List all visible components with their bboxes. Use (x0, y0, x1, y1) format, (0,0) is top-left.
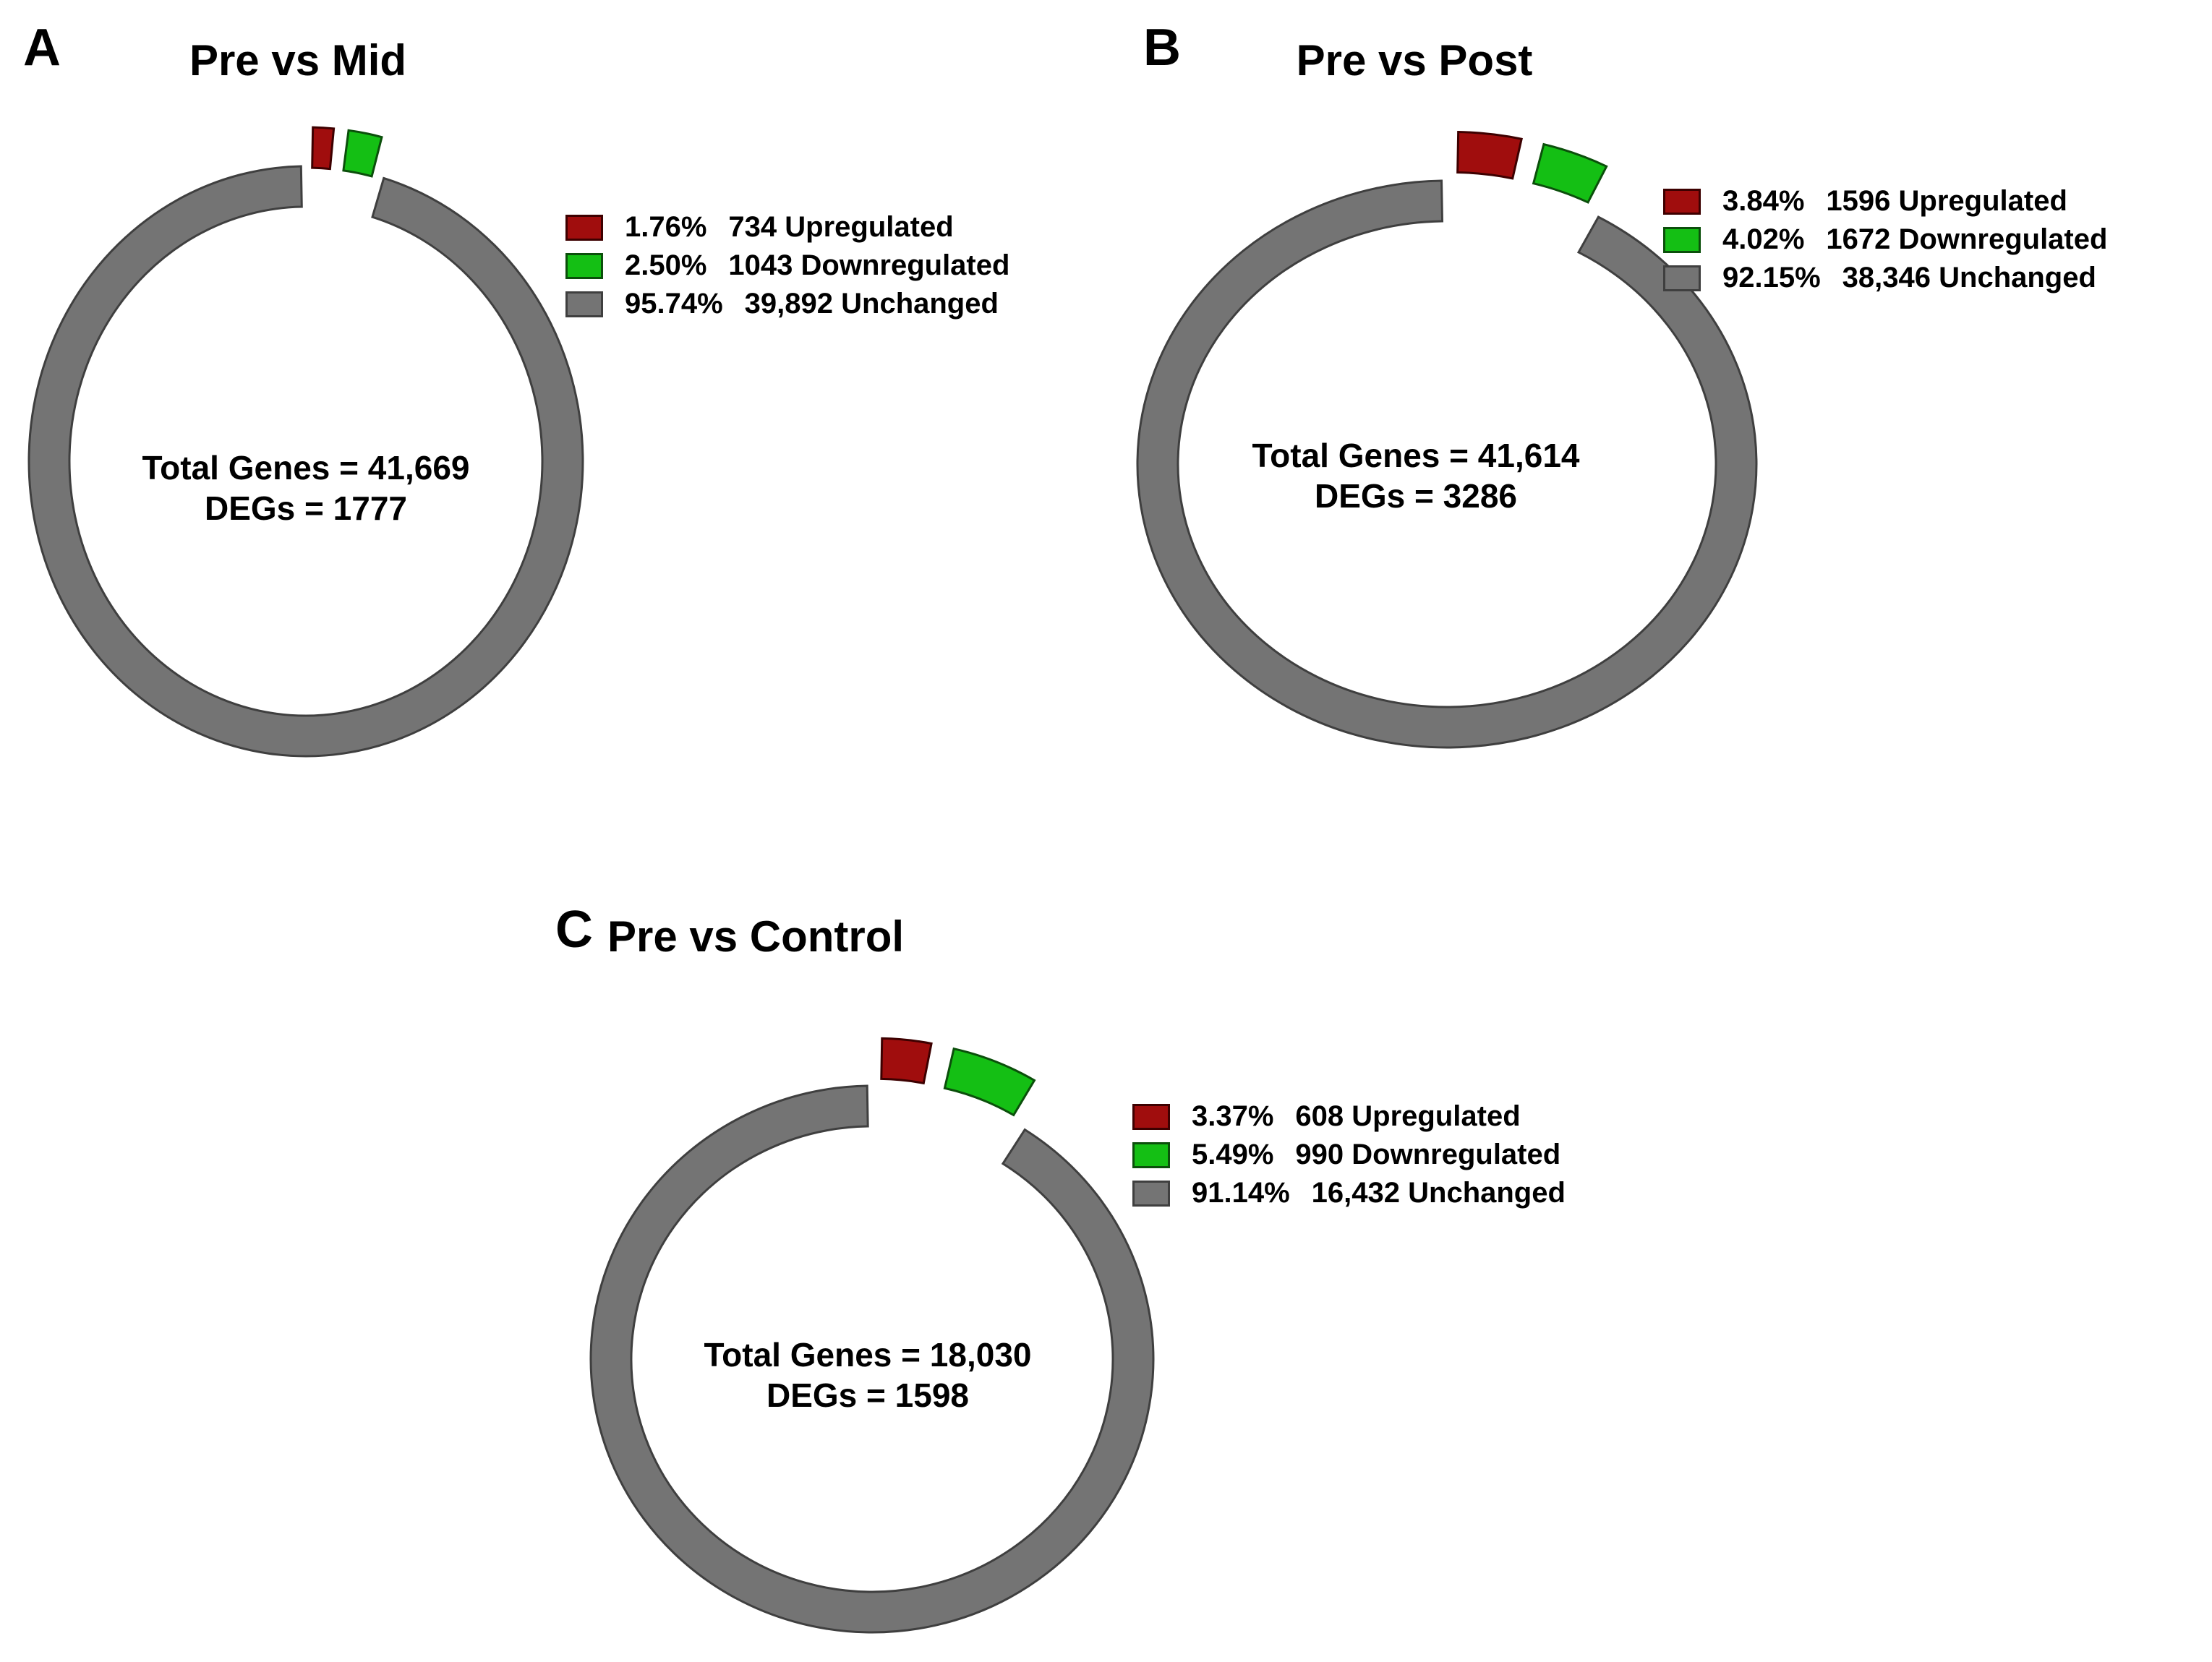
legend-row-upregulated: 3.84% 1596 Upregulated (1663, 182, 2107, 220)
legend-count-and-name: 39,892 Unchanged (744, 288, 999, 320)
donut-center-text-b: Total Genes = 41,614 DEGs = 3286 (1252, 435, 1580, 516)
segment-downregulated (342, 129, 383, 178)
panel-title-pre-vs-control: Pre vs Control (607, 912, 905, 961)
segment-downregulated (1532, 142, 1608, 204)
legend-row-upregulated: 3.37% 608 Upregulated (1132, 1097, 1566, 1136)
legend-swatch-unchanged (1663, 265, 1701, 291)
legend-row-unchanged: 95.74% 39,892 Unchanged (565, 285, 1009, 323)
panel-letter-c: C (555, 901, 593, 959)
legend-swatch-downregulated (565, 252, 603, 279)
legend-swatch-upregulated (1663, 188, 1701, 215)
degs-label: DEGs = 3286 (1314, 477, 1518, 515)
legend-count-and-name: 734 Upregulated (728, 211, 954, 243)
legend-count-and-name: 1672 Downregulated (1826, 223, 2108, 255)
segment-unchanged (589, 1084, 1155, 1634)
total-genes-label: Total Genes = 41,669 (142, 449, 470, 487)
legend-percent: 3.84% (1722, 185, 1805, 217)
segment-upregulated (880, 1037, 933, 1085)
legend-b: 3.84% 1596 Upregulated 4.02% 1672 Downregul… (1663, 182, 2107, 297)
legend-row-unchanged: 92.15% 38,346 Unchanged (1663, 259, 2107, 297)
panel-title-pre-vs-post: Pre vs Post (1296, 36, 1533, 85)
segment-unchanged (1136, 179, 1758, 749)
panel-letter-b: B (1143, 19, 1181, 77)
legend-percent: 95.74% (625, 288, 723, 320)
donut-center-text-c: Total Genes = 18,030 DEGs = 1598 (704, 1335, 1032, 1415)
donut-center-text-a: Total Genes = 41,669 DEGs = 1777 (142, 447, 470, 528)
segment-downregulated (943, 1047, 1036, 1117)
legend-percent: 3.37% (1192, 1100, 1274, 1132)
panel-letter-a: A (23, 19, 61, 77)
legend-count-and-name: 990 Downregulated (1295, 1139, 1561, 1170)
legend-swatch-downregulated (1663, 226, 1701, 253)
total-genes-label: Total Genes = 18,030 (704, 1336, 1032, 1374)
degs-label: DEGs = 1598 (766, 1376, 970, 1414)
legend-swatch-downregulated (1132, 1141, 1170, 1168)
legend-percent: 2.50% (625, 249, 707, 281)
legend-a: 1.76% 734 Upregulated 2.50% 1043 Downregula… (565, 208, 1009, 323)
legend-count-and-name: 1043 Downregulated (728, 249, 1010, 281)
legend-count-and-name: 608 Upregulated (1295, 1100, 1521, 1132)
legend-count-and-name: 16,432 Unchanged (1311, 1177, 1566, 1209)
total-genes-label: Total Genes = 41,614 (1252, 437, 1580, 474)
legend-count-and-name: 1596 Upregulated (1826, 185, 2067, 217)
legend-percent: 91.14% (1192, 1177, 1290, 1209)
segment-upregulated (311, 126, 336, 171)
legend-row-downregulated: 2.50% 1043 Downregulated (565, 247, 1009, 285)
donut-chart-a (27, 126, 584, 758)
degs-label: DEGs = 1777 (204, 489, 408, 527)
donut-chart-b (1136, 131, 1758, 749)
legend-swatch-unchanged (1132, 1180, 1170, 1207)
legend-row-downregulated: 4.02% 1672 Downregulated (1663, 220, 2107, 259)
legend-percent: 92.15% (1722, 262, 1821, 294)
legend-swatch-upregulated (1132, 1103, 1170, 1130)
legend-row-upregulated: 1.76% 734 Upregulated (565, 208, 1009, 247)
segment-upregulated (1456, 131, 1523, 180)
legend-percent: 5.49% (1192, 1139, 1274, 1170)
legend-c: 3.37% 608 Upregulated 5.49% 990 Downregulat… (1132, 1097, 1566, 1212)
legend-count-and-name: 38,346 Unchanged (1842, 262, 2096, 294)
segment-unchanged (27, 165, 584, 758)
legend-percent: 4.02% (1722, 223, 1805, 255)
legend-percent: 1.76% (625, 211, 707, 243)
legend-row-downregulated: 5.49% 990 Downregulated (1132, 1136, 1566, 1174)
donut-chart-c (589, 1037, 1155, 1634)
legend-swatch-unchanged (565, 291, 603, 317)
legend-swatch-upregulated (565, 214, 603, 241)
panel-title-pre-vs-mid: Pre vs Mid (189, 36, 407, 85)
legend-row-unchanged: 91.14% 16,432 Unchanged (1132, 1174, 1566, 1212)
